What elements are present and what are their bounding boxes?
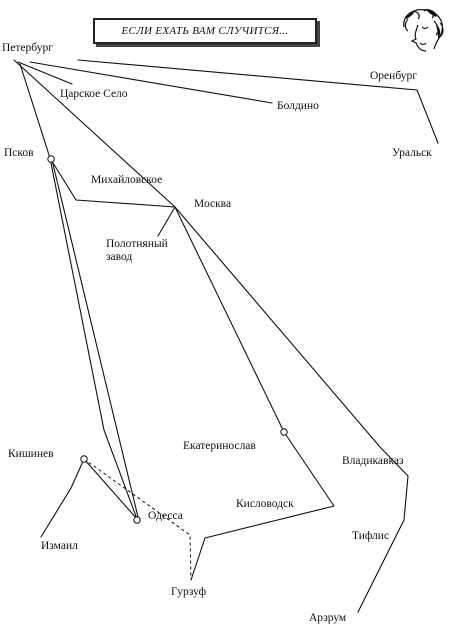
route-pskov-moskva — [49, 157, 176, 208]
city-arzrum: Арзрум — [309, 612, 347, 624]
route-moskva-polotnyany — [157, 206, 176, 237]
city-ekaterinoslav: Екатеринослав — [183, 440, 256, 452]
marker-ekaterinoslav — [280, 428, 288, 436]
city-tiflis: Тифлис — [352, 530, 390, 542]
marker-pskov — [47, 155, 55, 163]
city-kishinev: Кишинев — [8, 448, 54, 460]
city-peterburg: Петербург — [2, 42, 53, 54]
city-uralsk: Уральск — [392, 147, 432, 159]
route-moskva-vladikavkaz — [174, 206, 381, 448]
route-kislovodsk-gurzuf — [190, 505, 335, 581]
city-pskov: Псков — [4, 147, 34, 159]
city-moskva: Москва — [194, 198, 232, 210]
pushkin-portrait-icon — [403, 9, 444, 52]
marker-kishinev — [80, 455, 88, 463]
route-peterburg-pskov — [19, 63, 51, 159]
route-kishinev-odessa — [83, 458, 138, 520]
route-peterburg-odessa — [51, 159, 139, 518]
city-polotnyany: Полотняный завод — [106, 238, 168, 263]
city-kislovodsk: Кисловодск — [236, 498, 294, 510]
city-mikhailovskoe: Михайловское — [91, 174, 163, 186]
map-title: ЕСЛИ ЕХАТЬ ВАМ СЛУЧИТСЯ... — [121, 25, 289, 37]
route-pskov-odessa — [49, 157, 138, 520]
city-gurzuf: Гурзуф — [171, 586, 207, 598]
route-vladikavkaz-arzrum — [357, 446, 409, 613]
city-odessa: Одесса — [148, 510, 183, 522]
route-kishinev-izmail — [40, 458, 85, 538]
route-moskva-ekaterinoslav — [174, 206, 335, 507]
city-tsarskoe: Царское Село — [60, 88, 128, 100]
route-peterburg-moskva — [13, 59, 176, 208]
city-izmail: Измаил — [41, 540, 78, 552]
route-kishinev-gurzuf-dashed — [83, 458, 192, 581]
route-peterburg-orenburg — [77, 59, 439, 144]
route-peterburg-tsarskoe — [17, 61, 73, 85]
marker-odessa — [133, 516, 141, 524]
title-box: ЕСЛИ ЕХАТЬ ВАМ СЛУЧИТСЯ... — [93, 18, 317, 44]
city-orenburg: Оренбург — [370, 70, 417, 82]
city-boldino: Болдино — [277, 100, 319, 112]
route-peterburg-boldino — [29, 61, 273, 104]
city-vladikavkaz: Владикавказ — [342, 455, 404, 467]
